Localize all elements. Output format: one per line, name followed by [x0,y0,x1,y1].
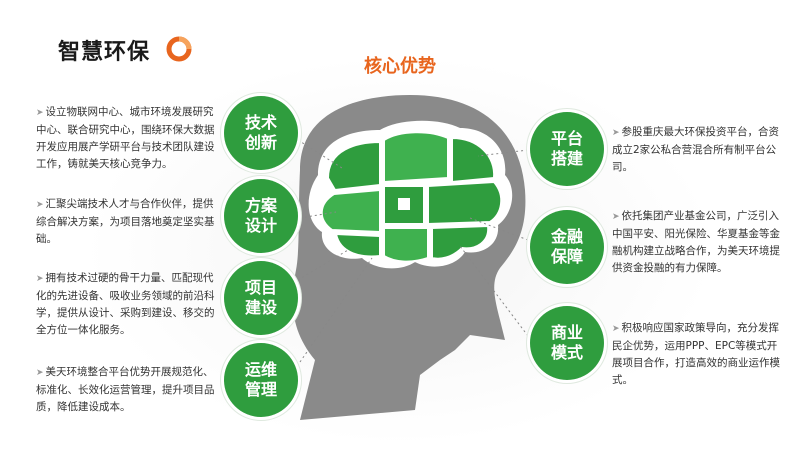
bullet-arrow-icon: ➤ [36,368,44,378]
desc-ops-management: ➤美天环境整合平台优势开展规范化、标准化、长效化运营管理，提升项目品质，降低建设… [36,366,215,413]
bullet-arrow-icon: ➤ [612,324,620,334]
circle-solution-design: 方案设计 [224,179,298,253]
desc-project-construction: ➤拥有技术过硬的骨干力量、匹配现代化的先进设备、吸收业务领域的前沿科学，提供从设… [36,272,215,336]
bullet-arrow-icon: ➤ [36,108,44,118]
circle-project-construction: 项目建设 [224,261,298,335]
desc-platform-building: ➤参股重庆最大环保投资平台，合资成立2家公私合营混合所有制平台公司。 [612,126,780,173]
desc-financial-guarantee: ➤依托集团产业基金公司，广泛引入中国平安、阳光保险、华夏基金等金融机构建立战略合… [612,210,780,274]
circle-tech-innovation: 技术创新 [224,96,298,170]
circle-ops-management: 运维管理 [224,343,298,417]
circle-platform-building: 平台搭建 [530,112,604,186]
desc-business-model: ➤积极响应国家政策导向，充分发挥民企优势，运用PPP、EPC等模式开展项目合作，… [612,322,780,386]
bullet-arrow-icon: ➤ [36,274,44,284]
bullet-arrow-icon: ➤ [612,212,620,222]
circle-business-model: 商业模式 [530,306,604,380]
brand-title: 智慧环保 [58,40,151,65]
bullet-arrow-icon: ➤ [36,200,44,210]
brand-logo-icon [166,36,192,62]
bullet-arrow-icon: ➤ [612,128,620,138]
desc-tech-innovation: ➤设立物联网中心、城市环境发展研究中心、联合研究中心，围绕环保大数据开发应用展产… [36,106,215,170]
circle-financial-guarantee: 金融保障 [530,210,604,284]
page-title: 核心优势 [364,56,436,77]
desc-solution-design: ➤汇聚尖端技术人才与合作伙伴，提供综合解决方案，为项目落地奠定坚实基础。 [36,198,215,245]
